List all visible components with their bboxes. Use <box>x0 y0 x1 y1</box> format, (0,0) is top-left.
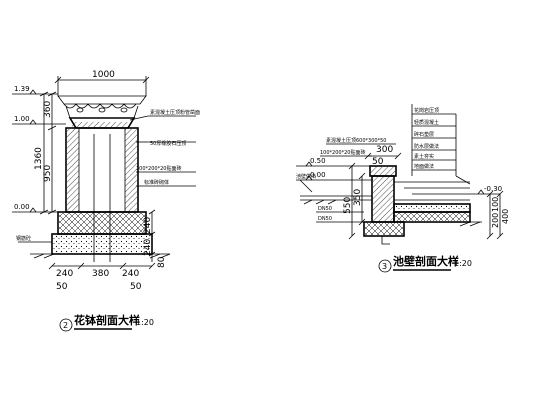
wall-right-dim-3: 400 <box>501 209 510 224</box>
planter-side-dim-1: 240 <box>143 217 153 234</box>
wall-right-dim-2: 200 <box>491 213 500 228</box>
planter-level-3: 0.00 <box>14 203 30 211</box>
planter-side-dimensions: 240 240 80 <box>143 209 167 268</box>
planter-note-4: 标准砖砌体 <box>144 179 169 186</box>
planter-callouts: 素混凝土压顶粉管凿面 50厚橡胶石压顶 100*200*20贴面砖 标准砖砌体 … <box>16 109 200 243</box>
wall-note-2: 轻质混凝土 <box>414 119 439 126</box>
wall-height-dim-1: 350 <box>353 189 363 206</box>
planter-level-2: 1.00 <box>14 115 30 123</box>
wall-right-dim-1: 100 <box>491 197 500 212</box>
planter-bowl <box>57 95 147 129</box>
planter-base-dimensions: 240 380 240 50 50 <box>48 262 156 292</box>
wall-height-dimensions: 350 550 <box>343 162 366 240</box>
planter-height-3: 950 <box>43 165 53 182</box>
planter-levels: 1.39 1.00 0.00 <box>12 85 66 213</box>
planter-section: 1000 <box>12 70 200 332</box>
wall-left-ground <box>300 195 372 205</box>
planter-height-1: 360 <box>43 101 53 118</box>
wall-top-dim-2: 50 <box>372 157 384 167</box>
wall-callouts: 花岗岩压顶 轻质混凝土 碎石垫层 防水层做法 素土夯实 地面做法 100*200… <box>296 104 471 223</box>
wall-scale: 1:20 <box>454 259 472 268</box>
wall-layer-note-1: DN50 <box>318 206 332 212</box>
planter-note-1: 素混凝土压顶粉管凿面 <box>150 109 200 116</box>
wall-coping: 素混凝土压顶600*300*50 <box>326 137 397 177</box>
planter-base-dim-3: 240 <box>122 269 139 279</box>
wall-level-3: -0.30 <box>484 185 502 193</box>
planter-side-dim-2: 240 <box>143 239 153 256</box>
wall-height-dim-2: 550 <box>343 197 353 214</box>
planter-title: 花钵剖面大样 <box>74 313 140 327</box>
wall-level-1: 0.50 <box>310 157 326 165</box>
planter-height-2: 1360 <box>34 147 44 170</box>
planter-width-label: 1000 <box>92 70 115 80</box>
wall-layer-note-2: DN50 <box>318 216 332 222</box>
planter-note-3: 100*200*20贴面砖 <box>136 165 181 172</box>
planter-side-dim-3: 80 <box>157 256 167 268</box>
planter-detail-number: 2 <box>63 321 68 330</box>
wall-note-3: 碎石垫层 <box>414 131 434 138</box>
wall-levels: 0.50 0.00 -0.30 <box>296 157 502 195</box>
wall-level-2: 0.00 <box>310 171 326 179</box>
wall-mid-note: 100*200*20贴面砖 <box>320 149 365 156</box>
wall-top-dim-1: 300 <box>376 145 393 155</box>
planter-left-note: 钢筋砼 <box>16 235 31 242</box>
wall-section: 素混凝土压顶600*300*50 300 50 <box>296 104 510 273</box>
planter-width-dimension: 1000 <box>54 70 150 96</box>
wall-note-6: 地面做法 <box>414 163 434 170</box>
planter-footing <box>30 211 171 259</box>
planter-level-1: 1.39 <box>14 85 30 93</box>
wall-right-dimensions: 100 200 400 <box>486 190 510 240</box>
wall-note-4: 防水层做法 <box>414 143 439 150</box>
wall-top-note: 素混凝土压顶600*300*50 <box>326 137 386 144</box>
planter-title-block: 2 花钵剖面大样 1:20 <box>59 313 154 332</box>
planter-base-dim-1: 240 <box>56 269 73 279</box>
wall-note-5: 素土夯实 <box>414 153 434 160</box>
wall-title: 池壁剖面大样 <box>393 254 459 268</box>
wall-left-note: 池壁做法 <box>296 173 316 180</box>
wall-body <box>363 175 405 245</box>
planter-note-2: 50厚橡胶石压顶 <box>150 140 186 147</box>
planter-base-dim-2: 380 <box>92 269 109 279</box>
planter-scale: 1:20 <box>136 318 154 327</box>
wall-note-1: 花岗岩压顶 <box>414 107 439 114</box>
planter-base-offset-right: 50 <box>130 282 142 292</box>
planter-height-dimensions: 360 1360 950 <box>34 91 57 215</box>
wall-title-block: 3 池壁剖面大样 1:20 <box>378 254 472 273</box>
wall-detail-number: 3 <box>382 262 387 271</box>
wall-pool <box>393 181 482 227</box>
planter-base-offset-left: 50 <box>56 282 68 292</box>
